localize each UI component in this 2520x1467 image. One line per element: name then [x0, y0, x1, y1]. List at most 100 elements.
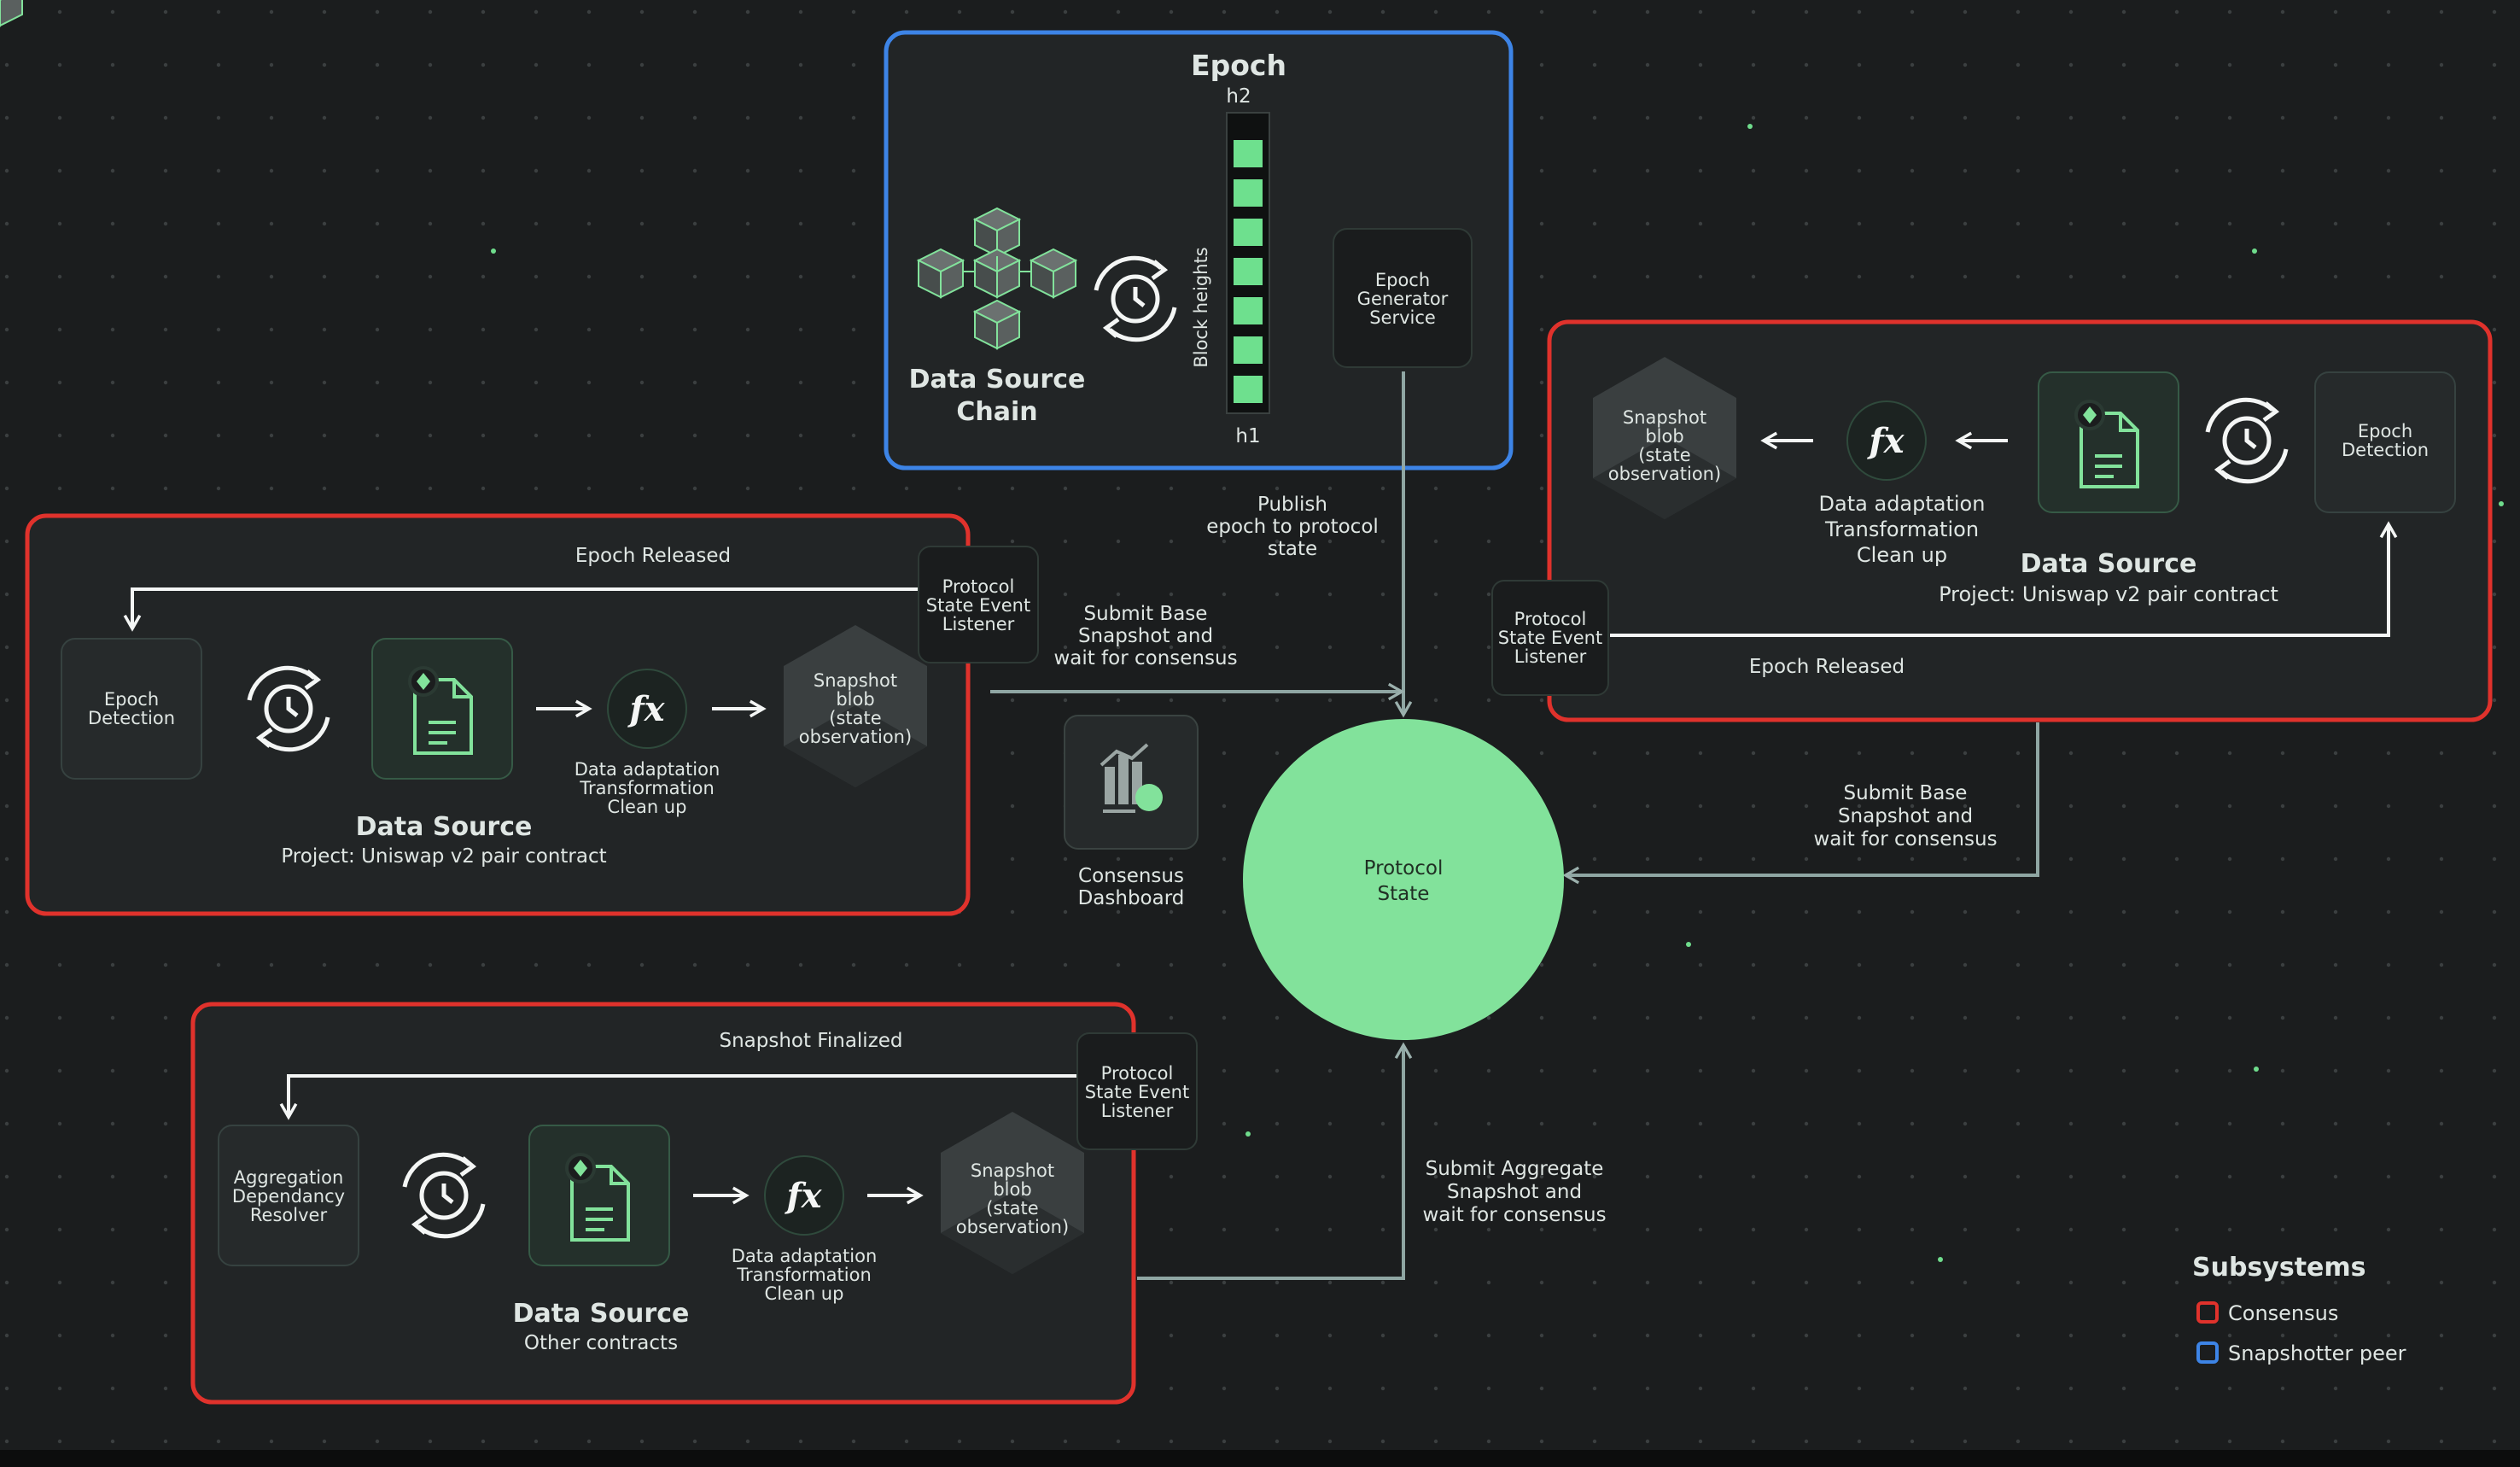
left-snapshot-4: observation): [799, 727, 912, 747]
legend-label-snapshotter: Snapshotter peer: [2228, 1341, 2406, 1365]
right-snapshot-2: blob: [1645, 426, 1683, 447]
right-submit-connector: [1562, 722, 2039, 885]
document-icon: [408, 666, 473, 755]
bottom-transform-2: Transformation: [736, 1265, 872, 1285]
right-snapshot-3: (state: [1638, 445, 1690, 465]
connectors: [990, 371, 2039, 1280]
bottom-source-subtitle: Other contracts: [524, 1332, 678, 1354]
fx-glyph: fx: [627, 689, 665, 729]
right-transform-3: Clean up: [1857, 543, 1947, 567]
left-snapshot-2: blob: [836, 689, 874, 710]
refresh-clock-icon: [402, 1152, 486, 1239]
protocol-state-node: [1243, 719, 1564, 1040]
left-listener-2: State Event: [926, 595, 1030, 616]
fx-glyph: fx: [1866, 421, 1905, 461]
block-heights-label: Block heights: [1191, 247, 1211, 367]
bottom-listener-1: Protocol: [1101, 1063, 1174, 1084]
legend-title: Subsystems: [2192, 1253, 2366, 1283]
bottom-event-arrow: [279, 1074, 1077, 1120]
right-listener-1: Protocol: [1514, 609, 1587, 629]
left-event-label: Epoch Released: [575, 545, 731, 567]
bottom-listener-2: State Event: [1085, 1082, 1189, 1102]
bottom-event-label: Snapshot Finalized: [719, 1030, 902, 1052]
publish-note-2: epoch to protocol: [1206, 516, 1379, 538]
legend-swatch-snapshotter: [2196, 1341, 2219, 1364]
bottom-data-source-card: [528, 1125, 670, 1266]
left-source-subtitle: Project: Uniswap v2 pair contract: [281, 845, 606, 868]
refresh-clock-icon: [1094, 255, 1177, 342]
left-listener-1: Protocol: [942, 576, 1015, 597]
left-detector-2: Detection: [88, 708, 175, 728]
left-epoch-detection: [61, 638, 202, 780]
bottom-submit-note-2: Snapshot and: [1447, 1181, 1582, 1203]
document-icon: [2074, 400, 2139, 488]
bottom-transform-1: Data adaptation: [732, 1246, 878, 1266]
aggregation-resolver: [218, 1125, 359, 1266]
protocol-state-label-2: State: [1378, 883, 1430, 905]
left-snapshot-3: (state: [829, 708, 881, 728]
right-submit-note-2: Snapshot and: [1838, 805, 1973, 827]
left-transform-2: Transformation: [579, 778, 715, 798]
left-submit-note-2: Snapshot and: [1078, 625, 1213, 647]
left-data-source-card: [371, 638, 513, 780]
left-transform-1: Data adaptation: [575, 759, 720, 780]
dashboard-label-2: Dashboard: [1078, 887, 1185, 909]
left-event-arrow: [123, 587, 922, 632]
left-source-title: Data Source: [356, 812, 533, 842]
publish-note-3: state: [1268, 538, 1317, 560]
right-snapshot-1: Snapshot: [1623, 407, 1706, 428]
bottom-snapshot-4: observation): [956, 1217, 1069, 1237]
bottom-detector-1: Aggregation: [234, 1167, 344, 1188]
right-source-subtitle: Project: Uniswap v2 pair contract: [1939, 582, 2278, 606]
consensus-dashboard-card[interactable]: [1064, 715, 1199, 850]
right-data-source-card: [2038, 371, 2179, 513]
right-listener-2: State Event: [1498, 628, 1602, 648]
bottom-submit-note-3: wait for consensus: [1422, 1204, 1606, 1226]
protocol-state-label-1: Protocol: [1364, 857, 1444, 880]
bottom-listener: [1076, 1032, 1198, 1150]
left-listener-3: Listener: [942, 614, 1015, 634]
chain-label-1: Data Source: [909, 365, 1086, 395]
dashboard-chart-icon: [1100, 743, 1163, 813]
bottom-snapshot-hex: [941, 1112, 1084, 1274]
cube-cluster-icon: [0, 0, 1076, 349]
right-epoch-detection: [2314, 371, 2456, 513]
refresh-clock-icon: [247, 665, 330, 752]
bottom-source-title: Data Source: [513, 1299, 690, 1329]
left-submit-note-1: Submit Base: [1084, 603, 1208, 625]
right-source-title: Data Source: [2021, 549, 2197, 579]
right-transform-2: Transformation: [1824, 517, 1979, 541]
block-cells: [1234, 140, 1263, 403]
fx-icon: [764, 1155, 844, 1236]
bottom-detector-3: Resolver: [250, 1205, 328, 1225]
generator-label-3: Service: [1369, 307, 1436, 328]
bottom-listener-3: Listener: [1101, 1101, 1174, 1121]
right-snapshot-4: observation): [1608, 464, 1721, 484]
generator-label-1: Epoch: [1375, 270, 1430, 290]
bottom-snapshot-3: (state: [986, 1198, 1038, 1219]
refresh-clock-icon: [2205, 397, 2289, 484]
right-submit-note-3: wait for consensus: [1813, 828, 1997, 850]
right-transform-1: Data adaptation: [1819, 492, 1986, 516]
generator-label-2: Generator: [1357, 289, 1449, 309]
left-detector-1: Epoch: [104, 689, 159, 710]
bottom-submit-note-1: Submit Aggregate: [1426, 1158, 1604, 1180]
dashboard-label-1: Consensus: [1078, 865, 1184, 887]
right-snapshot-hex: [1593, 357, 1736, 519]
left-transform-3: Clean up: [608, 797, 687, 817]
left-listener: [918, 546, 1039, 663]
epoch-h1-label: h1: [1235, 425, 1260, 447]
right-event-arrow: [1610, 521, 2398, 637]
chain-label-2: Chain: [956, 397, 1037, 427]
bottom-snapshot-1: Snapshot: [971, 1160, 1054, 1181]
accent-dots: [491, 124, 2504, 1262]
bottom-transform-3: Clean up: [765, 1283, 844, 1304]
left-submit-note-3: wait for consensus: [1053, 647, 1237, 669]
epoch-title: Epoch: [1191, 49, 1286, 82]
right-detector-2: Detection: [2342, 440, 2429, 460]
fx-glyph: fx: [784, 1176, 822, 1216]
left-snapshot-hex: [784, 625, 927, 787]
right-listener-3: Listener: [1514, 646, 1587, 667]
legend-label-consensus: Consensus: [2228, 1301, 2338, 1325]
